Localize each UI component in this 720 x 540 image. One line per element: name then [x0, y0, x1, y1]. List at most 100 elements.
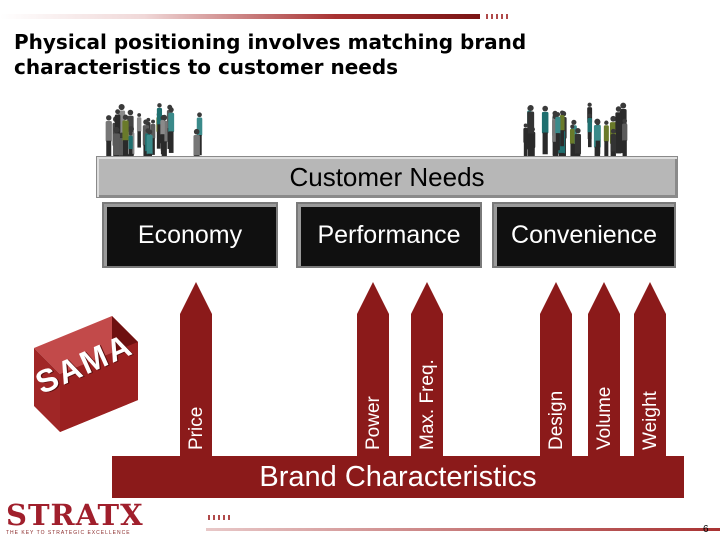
person-head — [570, 124, 575, 129]
person-body — [128, 135, 133, 150]
person-body — [113, 133, 120, 157]
person-head — [122, 114, 129, 120]
arrow-design — [540, 282, 572, 456]
attribute-design: Design — [546, 390, 567, 450]
person-legs — [168, 131, 174, 153]
person-head — [157, 103, 162, 108]
person-body — [587, 117, 593, 133]
arrow-weight — [634, 282, 666, 456]
person-head — [147, 129, 153, 135]
slide-title: Physical positioning involves matching b… — [14, 30, 527, 79]
person-legs — [570, 143, 575, 160]
need-performance-label: Performance — [317, 220, 461, 249]
person-head — [106, 115, 112, 121]
footer-line — [206, 528, 720, 531]
person-head — [127, 109, 134, 116]
person-body — [160, 120, 165, 135]
person-head — [523, 123, 528, 128]
person-legs — [552, 141, 559, 165]
person-head — [128, 131, 133, 136]
person-body — [541, 111, 549, 134]
person-body — [193, 134, 200, 157]
title-accent-dots — [486, 14, 508, 19]
person-head — [193, 128, 200, 135]
need-performance: Performance — [296, 202, 482, 268]
person-legs — [542, 132, 548, 155]
customer-needs-label: Customer Needs — [289, 161, 485, 192]
person-legs — [123, 140, 129, 164]
person-head — [604, 120, 609, 125]
person-head — [575, 128, 581, 134]
person-head — [620, 102, 627, 109]
person-body — [622, 123, 628, 142]
stratx-logo: STRATX — [6, 498, 144, 532]
footer-dots — [208, 515, 230, 520]
person-head — [128, 126, 134, 132]
person-legs — [157, 124, 162, 144]
person-body — [136, 117, 142, 133]
person-head — [595, 121, 600, 126]
person-head — [615, 106, 622, 112]
customer-needs-bar: Customer Needs — [96, 156, 678, 198]
person-legs — [523, 142, 528, 158]
person-legs — [622, 140, 627, 159]
person-head — [560, 110, 565, 115]
person-legs — [137, 131, 141, 148]
page-number: 6 — [703, 524, 709, 535]
person-legs — [527, 133, 534, 157]
person-head — [587, 102, 592, 107]
person-body — [555, 116, 561, 134]
person-head — [622, 118, 628, 124]
brand-characteristics-bar — [112, 456, 684, 498]
person-legs — [160, 134, 165, 151]
person-legs — [615, 132, 622, 154]
person-body — [615, 112, 622, 134]
person-legs — [560, 130, 565, 147]
person-head — [160, 115, 165, 120]
person-legs — [595, 140, 600, 157]
person-legs — [604, 141, 609, 158]
title-accent-bar — [0, 14, 480, 19]
person-head — [587, 113, 592, 118]
person-body — [595, 125, 600, 142]
person-head — [527, 104, 534, 111]
attribute-weight: Weight — [640, 391, 661, 450]
person-head — [118, 104, 125, 111]
person-body — [603, 125, 609, 142]
person-legs — [587, 132, 592, 148]
person-head — [168, 107, 174, 113]
person-head — [151, 119, 156, 124]
person-head — [137, 113, 142, 117]
person-legs — [555, 133, 560, 151]
person-head — [555, 112, 561, 117]
person-body — [523, 127, 528, 144]
brand-characteristics-label: Brand Characteristics — [259, 460, 537, 493]
arrow-volume — [588, 282, 620, 456]
person-head — [115, 109, 121, 115]
attribute-power: Power — [363, 396, 384, 450]
person-legs — [161, 141, 167, 166]
need-convenience-label: Convenience — [511, 220, 657, 249]
person-legs — [106, 140, 112, 164]
person-head — [542, 105, 549, 112]
arrow-power — [357, 282, 389, 456]
attribute-max-freq: Max. Freq. — [417, 359, 438, 450]
need-convenience: Convenience — [492, 202, 676, 268]
person-head — [610, 115, 617, 122]
attribute-price: Price — [186, 406, 207, 450]
person-head — [197, 112, 202, 118]
person-head — [610, 128, 616, 134]
arrow-price — [180, 282, 212, 456]
person-head — [571, 119, 577, 125]
person-body — [168, 112, 175, 133]
person-head — [113, 126, 120, 133]
sama-cube — [34, 316, 138, 432]
stratx-tagline: THE KEY TO STRATEGIC EXCELLENCE — [6, 530, 131, 536]
person-body — [569, 128, 575, 145]
attribute-volume: Volume — [594, 386, 615, 450]
person-head — [143, 119, 149, 125]
need-economy: Economy — [102, 202, 278, 268]
person-body — [559, 114, 565, 131]
arrow-max-freq — [411, 282, 443, 456]
